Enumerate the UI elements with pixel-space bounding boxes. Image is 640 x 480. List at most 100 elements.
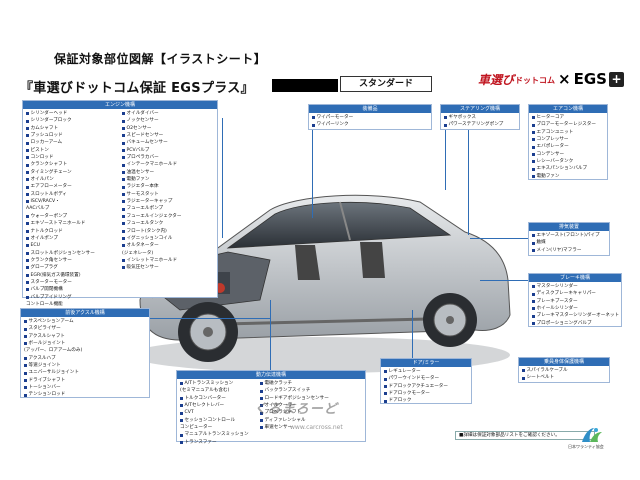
list-item: テンションロッド (24, 391, 146, 398)
panel-steering-title: ステアリング機構 (441, 105, 519, 113)
panel-engine: エンジン機構 シリンダーヘッド シリンダーブロック カムシャフト プッシュロッド… (22, 100, 218, 314)
list-item: バルブ開閉機構 (26, 286, 116, 293)
list-item: ワイパーリンク (312, 121, 428, 128)
list-item: エキゾーストマニホールド (26, 220, 116, 227)
list-item: プロペラカバー (122, 154, 212, 161)
list-item: インテークマニホールド (122, 161, 212, 168)
list-item: オルタネーター (122, 242, 212, 249)
list-item: ラジエーターキャップ (122, 198, 212, 205)
list-item: フューエルポンプ (122, 205, 212, 212)
list-item: ISCV/RACV・ (26, 198, 116, 205)
panel-door: ドア/ミラー レギュレーター パワーウインドモーター ドアロックアクチュエーター… (380, 358, 472, 404)
list-item: A/Tトランスミッション (180, 380, 254, 387)
panel-brake-title: ブレーキ機構 (529, 274, 621, 282)
list-item: 油温センサー (122, 169, 212, 176)
list-item: コンデンサー (532, 151, 604, 158)
panel-power: 動力伝達機構 A/Tトランスミッション (セミマニュアルも含む) トルクコンバー… (176, 370, 366, 445)
list-item: ドライブシャフト (24, 377, 146, 384)
list-item: 触媒 (532, 239, 606, 246)
list-item: エキスパンションバルブ (532, 165, 604, 172)
list-item: エアコンユニット (532, 129, 604, 136)
panel-brake: ブレーキ機構 マスターシリンダー ディスクブレーキキャリパー ブレーキブースター… (528, 273, 622, 327)
list-item: コンプレッサー (532, 136, 604, 143)
list-item: メイン(リヤ)マフラー (532, 247, 606, 254)
list-item: タイミングチェーン (26, 169, 116, 176)
list-item: ラジエター本体 (122, 183, 212, 190)
panel-power-title: 動力伝達機構 (177, 371, 365, 379)
list-item: ワイパーモーター (312, 114, 428, 121)
list-item: ディスクブレーキキャリパー (532, 290, 618, 297)
leader-line (445, 120, 446, 190)
list-item: ロードギアポジションセンサー (260, 395, 358, 402)
list-item: ドアロックアクチュエーター (384, 383, 468, 390)
panel-safety: 乗員身体保護機構 スパイラルケーブル シートベルト (518, 357, 610, 383)
list-item: パワーステアリングポンプ (444, 121, 516, 128)
leader-line (270, 300, 271, 370)
list-item: 電動ファン (122, 176, 212, 183)
list-item: ボールジョイント (24, 340, 146, 347)
steering-list: ギヤボックス パワーステアリングポンプ (441, 113, 519, 130)
panel-other: 装備品 ワイパーモーター ワイパーリンク (308, 104, 432, 130)
panel-other-title: 装備品 (309, 105, 431, 113)
list-item: マニュアルトランスミッション (180, 431, 254, 438)
list-item: バックランプスイッチ (260, 387, 358, 394)
list-item: 車速センサー (260, 424, 358, 431)
brand-logo: 車選び ドットコム × EGS + (478, 70, 624, 88)
list-item: コンピューター (180, 425, 213, 431)
list-item: オイルクーラー (260, 402, 358, 409)
door-list: レギュレーター パワーウインドモーター ドアロックアクチュエーター ドアロックモ… (381, 367, 471, 406)
leader-line (150, 318, 270, 319)
logo-sub: ドットコム (515, 76, 556, 85)
car-illustration (130, 194, 511, 373)
exhaust-list: エキゾースト(フロント)パイプ 触媒 メイン(リヤ)マフラー (529, 231, 609, 255)
list-item: サスペンションアーム (24, 318, 146, 325)
list-item: (アッパー、ロアアームのみ) (24, 348, 83, 354)
association-name: 日本ワランティ協会 (568, 444, 604, 449)
logo-main: 車選び (478, 72, 515, 87)
logo-plus-icon: + (608, 71, 624, 87)
list-item: エアフローメーター (26, 183, 116, 190)
panel-axle: 前後アクスル機構 サスペンションアーム スタビライザー アクスルシャフト ボール… (20, 308, 150, 398)
association-logo-icon (582, 428, 602, 442)
list-item: カムシャフト (26, 125, 116, 132)
list-item: ユニバーサルジョイント (24, 369, 146, 376)
list-item: (ジェネレータ) (122, 250, 154, 256)
list-item: ブロアーモーターレジスター (532, 121, 604, 128)
list-item: レシーバータンク (532, 158, 604, 165)
list-item: 等速ジョイント (24, 362, 146, 369)
list-item: ホイールシリンダー (532, 305, 618, 312)
list-item: コンロッド (26, 154, 116, 161)
list-item: フューエルインジェクター (122, 213, 212, 220)
logo-egs: EGS (573, 70, 607, 88)
list-item: フューエルタンク (122, 220, 212, 227)
list-item: エキゾースト(フロント)パイプ (532, 232, 606, 239)
page-subtitle: 『車選びドットコム保証 EGSプラス』 (20, 81, 254, 96)
panel-safety-title: 乗員身体保護機構 (519, 358, 609, 366)
list-item: 吸気圧センサー (122, 264, 212, 271)
list-item: オイルポンプ (26, 235, 116, 242)
list-item: トランスファー (180, 439, 254, 446)
list-item: 電動ファン (532, 173, 604, 180)
list-item: クランクシャフト (26, 161, 116, 168)
list-item: オイルパン (26, 176, 116, 183)
list-item: ギヤボックス (444, 114, 516, 121)
list-item: CVT (180, 409, 254, 416)
engine-list-col1: シリンダーヘッド シリンダーブロック カムシャフト プッシュロッド ロッカーアー… (23, 109, 119, 317)
redacted-box (272, 79, 338, 92)
panel-exhaust-title: 排気装置 (529, 223, 609, 231)
list-item: イグニッションコイル (122, 235, 212, 242)
list-item: マスターシリンダー (532, 283, 618, 290)
list-item: スロットルボディ (26, 191, 116, 198)
panel-axle-title: 前後アクスル機構 (21, 309, 149, 317)
list-item: プロポーショニングバルブ (532, 320, 618, 327)
leader-line (470, 238, 528, 239)
list-item: AACバルブ (26, 206, 50, 212)
brake-list: マスターシリンダー ディスクブレーキキャリパー ブレーキブースター ホイールシリ… (529, 282, 621, 328)
list-item: (セミマニュアルも含む) (180, 388, 230, 394)
list-item: バルブアイドリング (26, 294, 116, 301)
list-item: フロート(タンク内) (122, 228, 212, 235)
list-item: バキュームセンサー (122, 139, 212, 146)
list-item: オイルダイバー (122, 110, 212, 117)
leader-line (468, 125, 469, 235)
panel-steering: ステアリング機構 ギヤボックス パワーステアリングポンプ (440, 104, 520, 130)
